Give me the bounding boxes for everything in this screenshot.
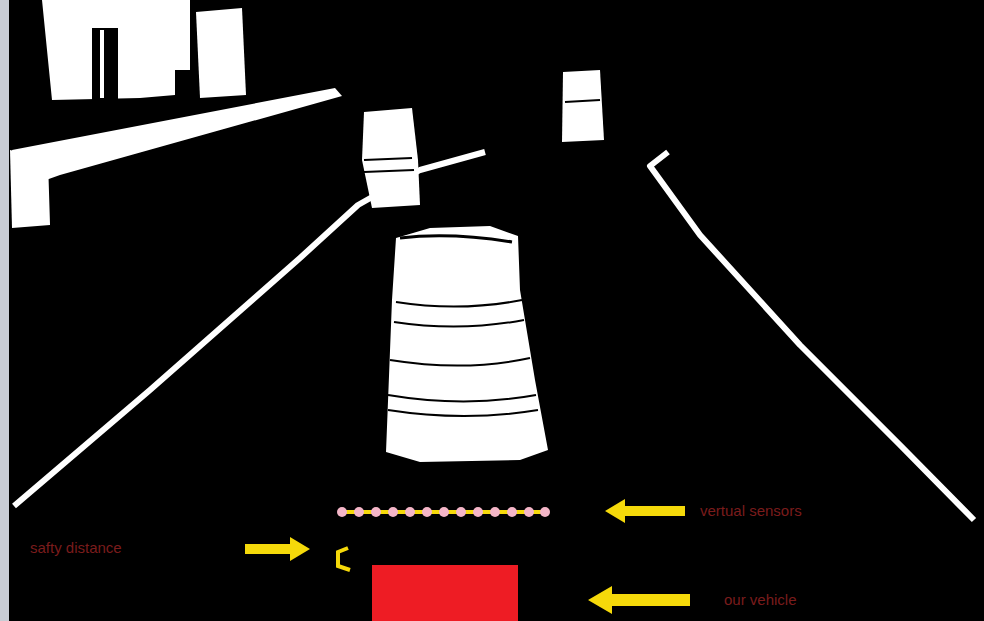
- vehicle-label: our vehicle: [724, 591, 797, 609]
- distance-label: safty distance: [30, 539, 122, 557]
- sensor-label: vertual sensors: [700, 502, 802, 520]
